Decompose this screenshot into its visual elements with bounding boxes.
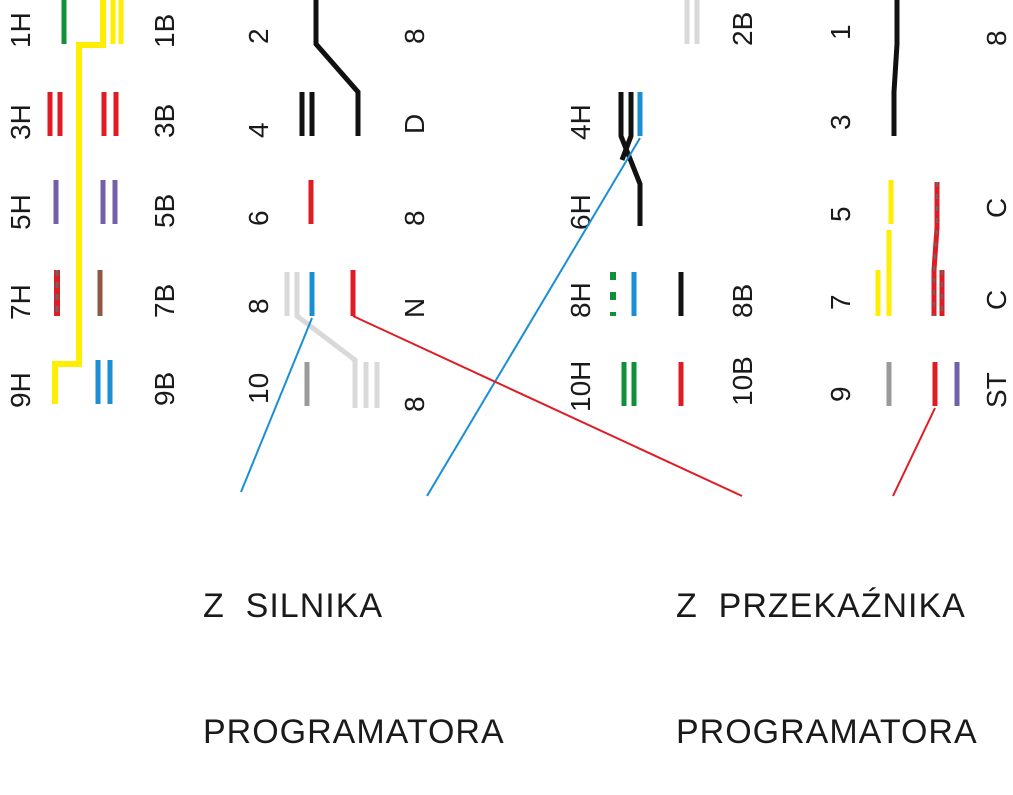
wiring-diagram: 1H 3H 5H 7H 9H 1B 3B 5B 7B 9B 2 4 6 8 10… [5, 0, 1012, 497]
label-c-upper: C [981, 198, 1012, 218]
label-1b: 1B [149, 14, 180, 48]
pointer-przekaznika-a [352, 315, 743, 497]
label-c-lower: C [981, 290, 1012, 310]
caption-przekaznika: Z PRZEKAŹNIKA PROGRAMATORA [676, 501, 978, 795]
label-8: 8 [243, 298, 274, 314]
label-10: 10 [243, 373, 274, 404]
label-8h: 8H [565, 282, 596, 318]
label-4: 4 [243, 122, 274, 138]
label-8-top: 8 [399, 28, 430, 44]
label-8b: 8B [727, 284, 758, 318]
label-6: 6 [243, 210, 274, 226]
label-10h: 10H [565, 361, 596, 412]
label-5: 5 [825, 206, 856, 222]
label-8-bottom: 8 [399, 396, 430, 412]
black-wire-4h-b [619, 92, 634, 161]
caption-przekaznika-line1: Z PRZEKAŹNIKA [676, 587, 966, 625]
label-5b: 5B [149, 194, 180, 228]
label-9: 9 [825, 386, 856, 402]
label-st: ST [981, 372, 1012, 408]
label-d: D [399, 114, 430, 134]
yellow-wire [52, 0, 106, 404]
caption-silnika-line2: PROGRAMATORA [203, 713, 505, 751]
black-wire-1-3 [891, 0, 900, 136]
pointer-silnika-b [426, 137, 641, 497]
pointer-silnika-a [240, 317, 313, 493]
black-wire-4h-a [618, 92, 643, 226]
caption-przekaznika-line2: PROGRAMATORA [676, 713, 978, 751]
label-8-mid: 8 [399, 210, 430, 226]
label-5h: 5H [5, 194, 36, 230]
grey-wire-8-b [294, 272, 358, 408]
pointer-przekaznika-b [892, 407, 936, 497]
label-3: 3 [825, 114, 856, 130]
label-3h: 3H [5, 104, 36, 140]
caption-silnika: Z SILNIKA PROGRAMATORA [203, 501, 505, 795]
label-2b: 2B [727, 12, 758, 46]
label-8-right: 8 [981, 30, 1012, 46]
label-1: 1 [825, 24, 856, 40]
label-2: 2 [243, 28, 274, 44]
label-7h: 7H [5, 284, 36, 320]
label-6h: 6H [565, 194, 596, 230]
caption-silnika-line1: Z SILNIKA [203, 587, 384, 625]
label-9h: 9H [5, 372, 36, 408]
label-n: N [399, 298, 430, 318]
label-7b: 7B [149, 284, 180, 318]
label-3b: 3B [149, 104, 180, 138]
label-1h: 1H [5, 12, 36, 48]
wire-c-red-a [931, 182, 940, 316]
wire-c-grey-stripe-a [933, 182, 938, 316]
label-10b: 10B [727, 356, 758, 406]
black-wire-2-d [313, 0, 361, 136]
label-4h: 4H [565, 104, 596, 140]
label-9b: 9B [149, 372, 180, 406]
label-7: 7 [825, 294, 856, 310]
